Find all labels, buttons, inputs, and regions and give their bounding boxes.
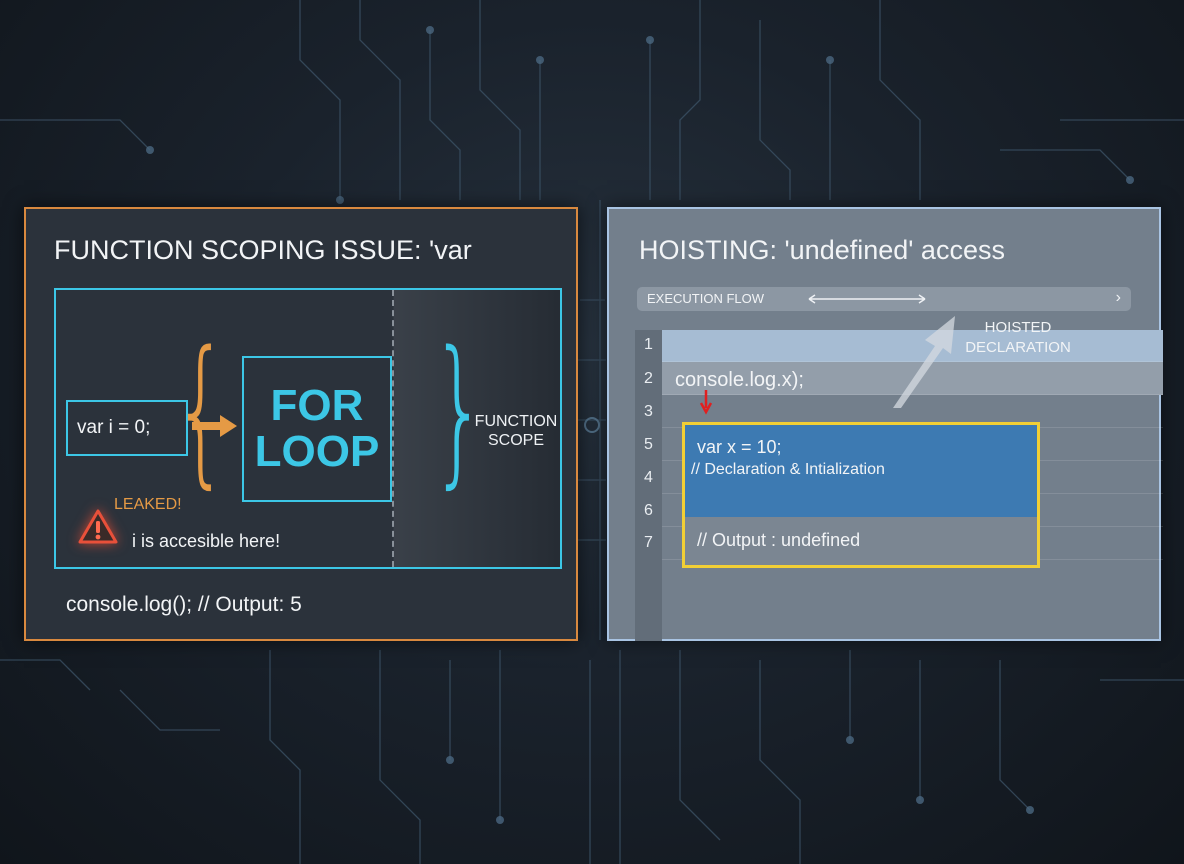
line-number: 1 [644, 336, 653, 353]
arrow-right-icon [192, 415, 237, 437]
line-number: 2 [644, 370, 653, 387]
function-scope-label: FUNCTION SCOPE [466, 412, 566, 450]
line-number: 6 [644, 502, 653, 519]
function-scope-line: SCOPE [487, 432, 544, 449]
panel-title: HOISTING: 'undefined' access [639, 235, 1005, 265]
output-comment: // Output : undefined [697, 530, 861, 550]
leaked-label: LEAKED! [114, 496, 182, 513]
console-log-line: console.log.x); [675, 369, 804, 391]
line-number: 7 [644, 534, 653, 551]
for-loop-box: FOR LOOP [242, 356, 392, 502]
function-scope-line: FUNCTION [474, 413, 558, 430]
code-line-highlight [662, 330, 1163, 362]
warning-icon [78, 509, 118, 544]
declaration-code: var x = 10; [697, 437, 782, 457]
right-brace-icon: } [431, 316, 487, 503]
console-output-line: console.log(); // Output: 5 [66, 593, 302, 616]
line-number-gutter: 1 2 3 5 4 6 7 [635, 330, 662, 641]
line-number: 3 [644, 403, 653, 420]
declaration-highlight: var x = 10; // Declaration & Intializati… [685, 425, 1037, 517]
hoisted-label-line: DECLARATION [965, 339, 1071, 356]
execution-flow-bar: EXECUTION FLOW › [637, 287, 1131, 311]
hoist-arrow-icon [893, 316, 955, 408]
left-brace-icon: { [173, 316, 229, 503]
loop-word-loop: LOOP [254, 427, 380, 476]
declaration-comment: // Declaration & Intialization [691, 461, 885, 478]
leak-note: i is accesible here! [132, 531, 281, 551]
hoisted-label-line: HOISTED [984, 319, 1052, 336]
line-number: 4 [644, 469, 653, 486]
code-editor: 1 2 3 5 4 6 7 console.log.x); HOISTED DE… [635, 316, 1163, 641]
function-scope-box: var i = 0; { FOR LOOP } FUNCTION SCOPE L… [54, 288, 562, 569]
var-declaration-box: var i = 0; [66, 400, 188, 456]
declaration-box: var x = 10; // Declaration & Intializati… [682, 422, 1040, 568]
loop-word-for: FOR [270, 380, 364, 430]
function-scoping-panel: FUNCTION SCOPING ISSUE: 'var var i = 0; … [24, 207, 578, 641]
chevron-right-icon[interactable]: › [1115, 289, 1121, 306]
scope-divider [392, 290, 394, 567]
hoisting-panel: HOISTING: 'undefined' access EXECUTION F… [607, 207, 1163, 641]
execution-flow-label: EXECUTION FLOW [647, 291, 765, 306]
red-arrow-down-icon [699, 390, 713, 415]
hoisted-declaration-label: HOISTED DECLARATION [955, 318, 1081, 358]
line-number: 5 [644, 436, 653, 453]
panel-title: FUNCTION SCOPING ISSUE: 'var [54, 235, 472, 265]
double-arrow-icon [808, 294, 926, 304]
